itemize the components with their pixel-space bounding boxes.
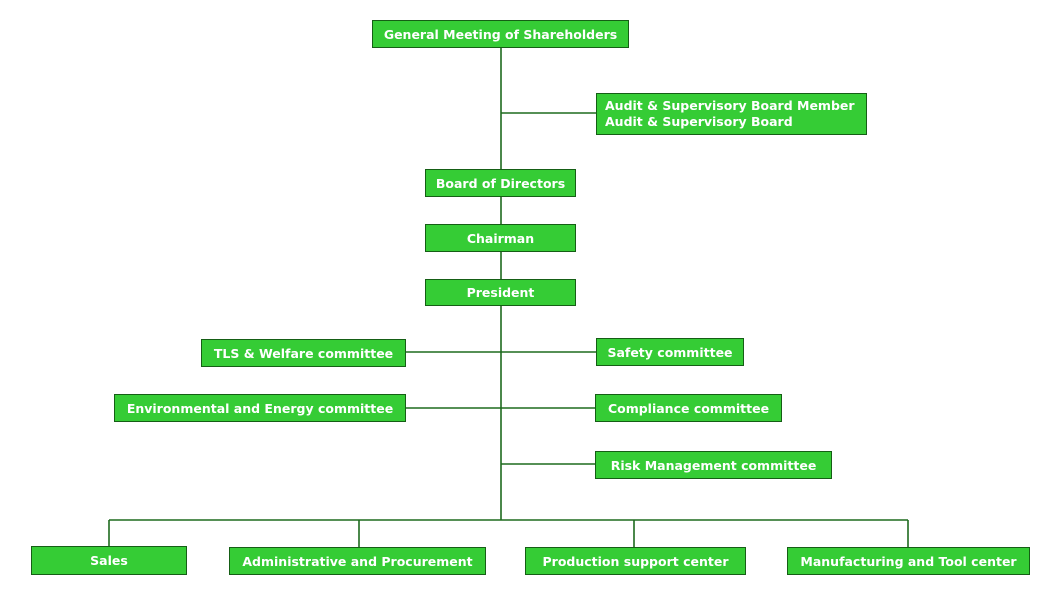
node-label-line1: Audit & Supervisory Board Member: [605, 98, 855, 113]
node-label: Chairman: [466, 230, 535, 246]
node-tls-welfare-committee: TLS & Welfare committee: [201, 339, 406, 367]
node-administrative-procurement: Administrative and Procurement: [229, 547, 486, 575]
node-label: Compliance committee: [607, 400, 770, 416]
node-president: President: [425, 279, 576, 306]
node-compliance-committee: Compliance committee: [595, 394, 782, 422]
node-risk-management-committee: Risk Management committee: [595, 451, 832, 479]
node-chairman: Chairman: [425, 224, 576, 252]
node-production-support-center: Production support center: [525, 547, 746, 575]
node-label: Production support center: [542, 553, 729, 569]
node-label: Environmental and Energy committee: [126, 400, 394, 416]
node-label: Board of Directors: [435, 175, 566, 191]
node-environmental-energy-committee: Environmental and Energy committee: [114, 394, 406, 422]
node-label: Risk Management committee: [610, 457, 817, 473]
node-label: General Meeting of Shareholders: [383, 26, 618, 42]
node-label: Manufacturing and Tool center: [800, 553, 1017, 569]
node-sales: Sales: [31, 546, 187, 575]
node-shareholders: General Meeting of Shareholders: [372, 20, 629, 48]
node-board-of-directors: Board of Directors: [425, 169, 576, 197]
node-label-line2: Audit & Supervisory Board: [605, 114, 793, 129]
node-manufacturing-tool-center: Manufacturing and Tool center: [787, 547, 1030, 575]
node-label: Sales: [90, 553, 128, 568]
node-label: TLS & Welfare committee: [213, 345, 394, 361]
node-audit-board: Audit & Supervisory Board Member Audit &…: [596, 93, 867, 135]
node-label: Safety committee: [607, 344, 733, 360]
node-label: President: [466, 285, 535, 300]
node-safety-committee: Safety committee: [596, 338, 744, 366]
node-label: Administrative and Procurement: [242, 553, 473, 569]
